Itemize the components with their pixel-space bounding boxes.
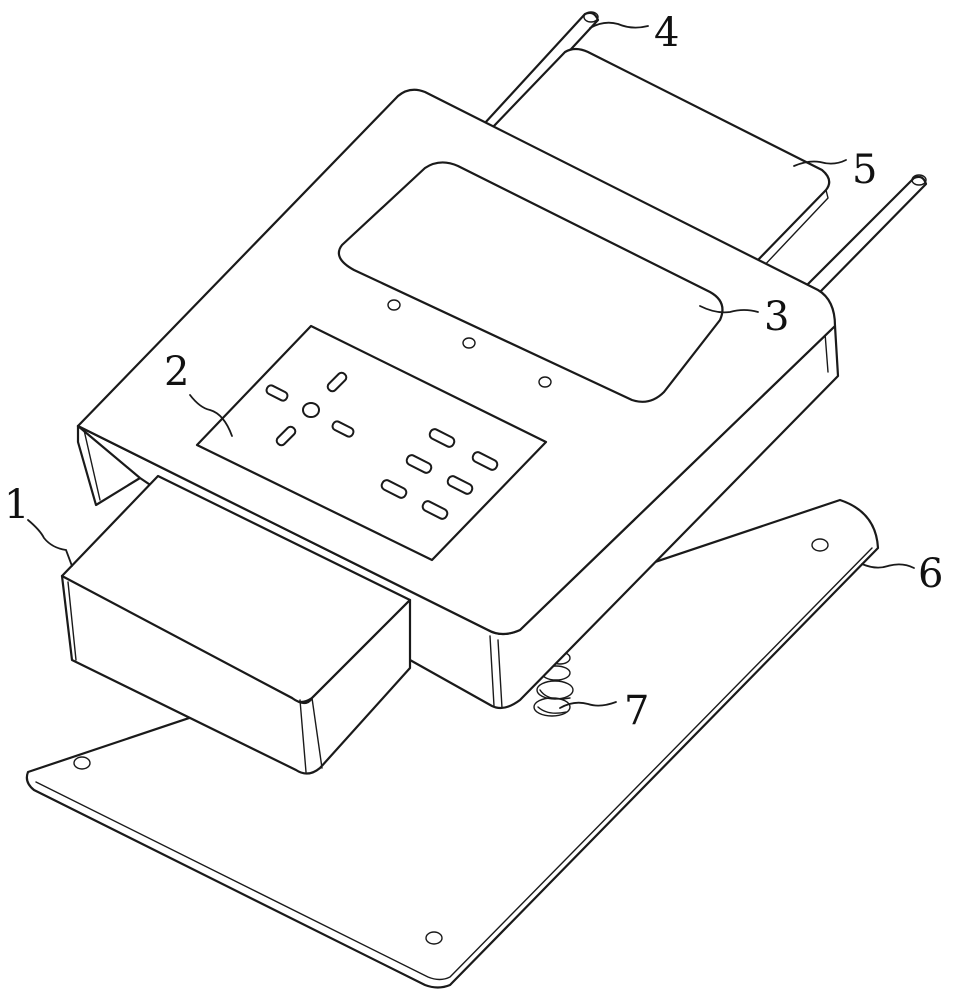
- callout-3: 3: [764, 294, 789, 340]
- callout-2: 2: [164, 349, 189, 395]
- callout-6: 6: [918, 551, 943, 597]
- callout-5: 5: [852, 147, 877, 193]
- callout-4: 4: [654, 10, 679, 56]
- callout-1: 1: [4, 482, 29, 528]
- callout-7: 7: [624, 688, 649, 734]
